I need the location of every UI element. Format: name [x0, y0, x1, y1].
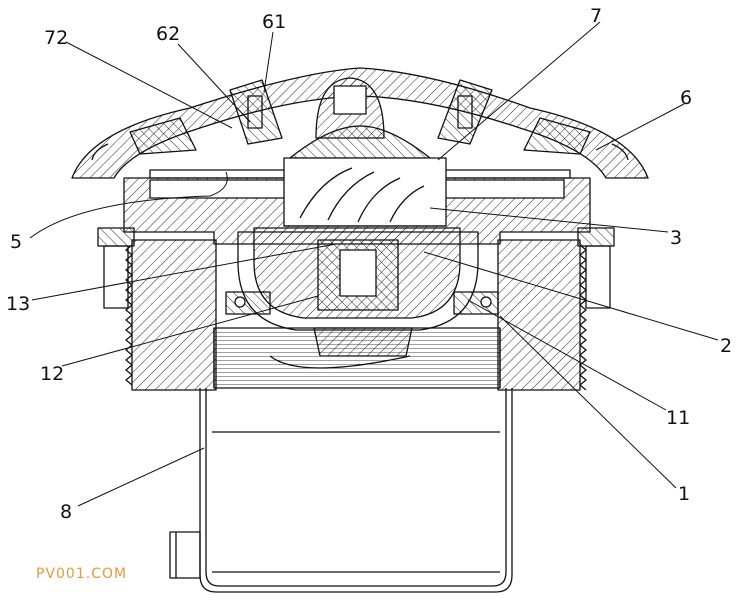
top-cap-7 — [289, 77, 431, 159]
callout-11: 11 — [666, 407, 690, 429]
callout-62: 62 — [156, 23, 180, 45]
bowl-2 — [225, 227, 499, 369]
callout-2: 2 — [720, 335, 732, 357]
callout-61: 61 — [262, 11, 286, 33]
callout-8: 8 — [60, 501, 72, 523]
callout-12: 12 — [40, 363, 64, 385]
callout-72: 72 — [44, 27, 68, 49]
callout-13: 13 — [6, 293, 30, 315]
fan-3 — [283, 157, 447, 227]
callout-1: 1 — [678, 483, 690, 505]
watermark-text: PV001.COM — [36, 566, 128, 582]
leader-lines — [29, 21, 719, 507]
callout-5: 5 — [10, 231, 22, 253]
callout-3: 3 — [670, 227, 682, 249]
callout-labels: 72 62 61 7 6 5 3 13 2 12 11 1 8 — [6, 5, 732, 523]
callout-7: 7 — [590, 5, 602, 27]
callout-6: 6 — [680, 87, 692, 109]
vents — [129, 79, 591, 155]
canister-8 — [169, 388, 513, 593]
